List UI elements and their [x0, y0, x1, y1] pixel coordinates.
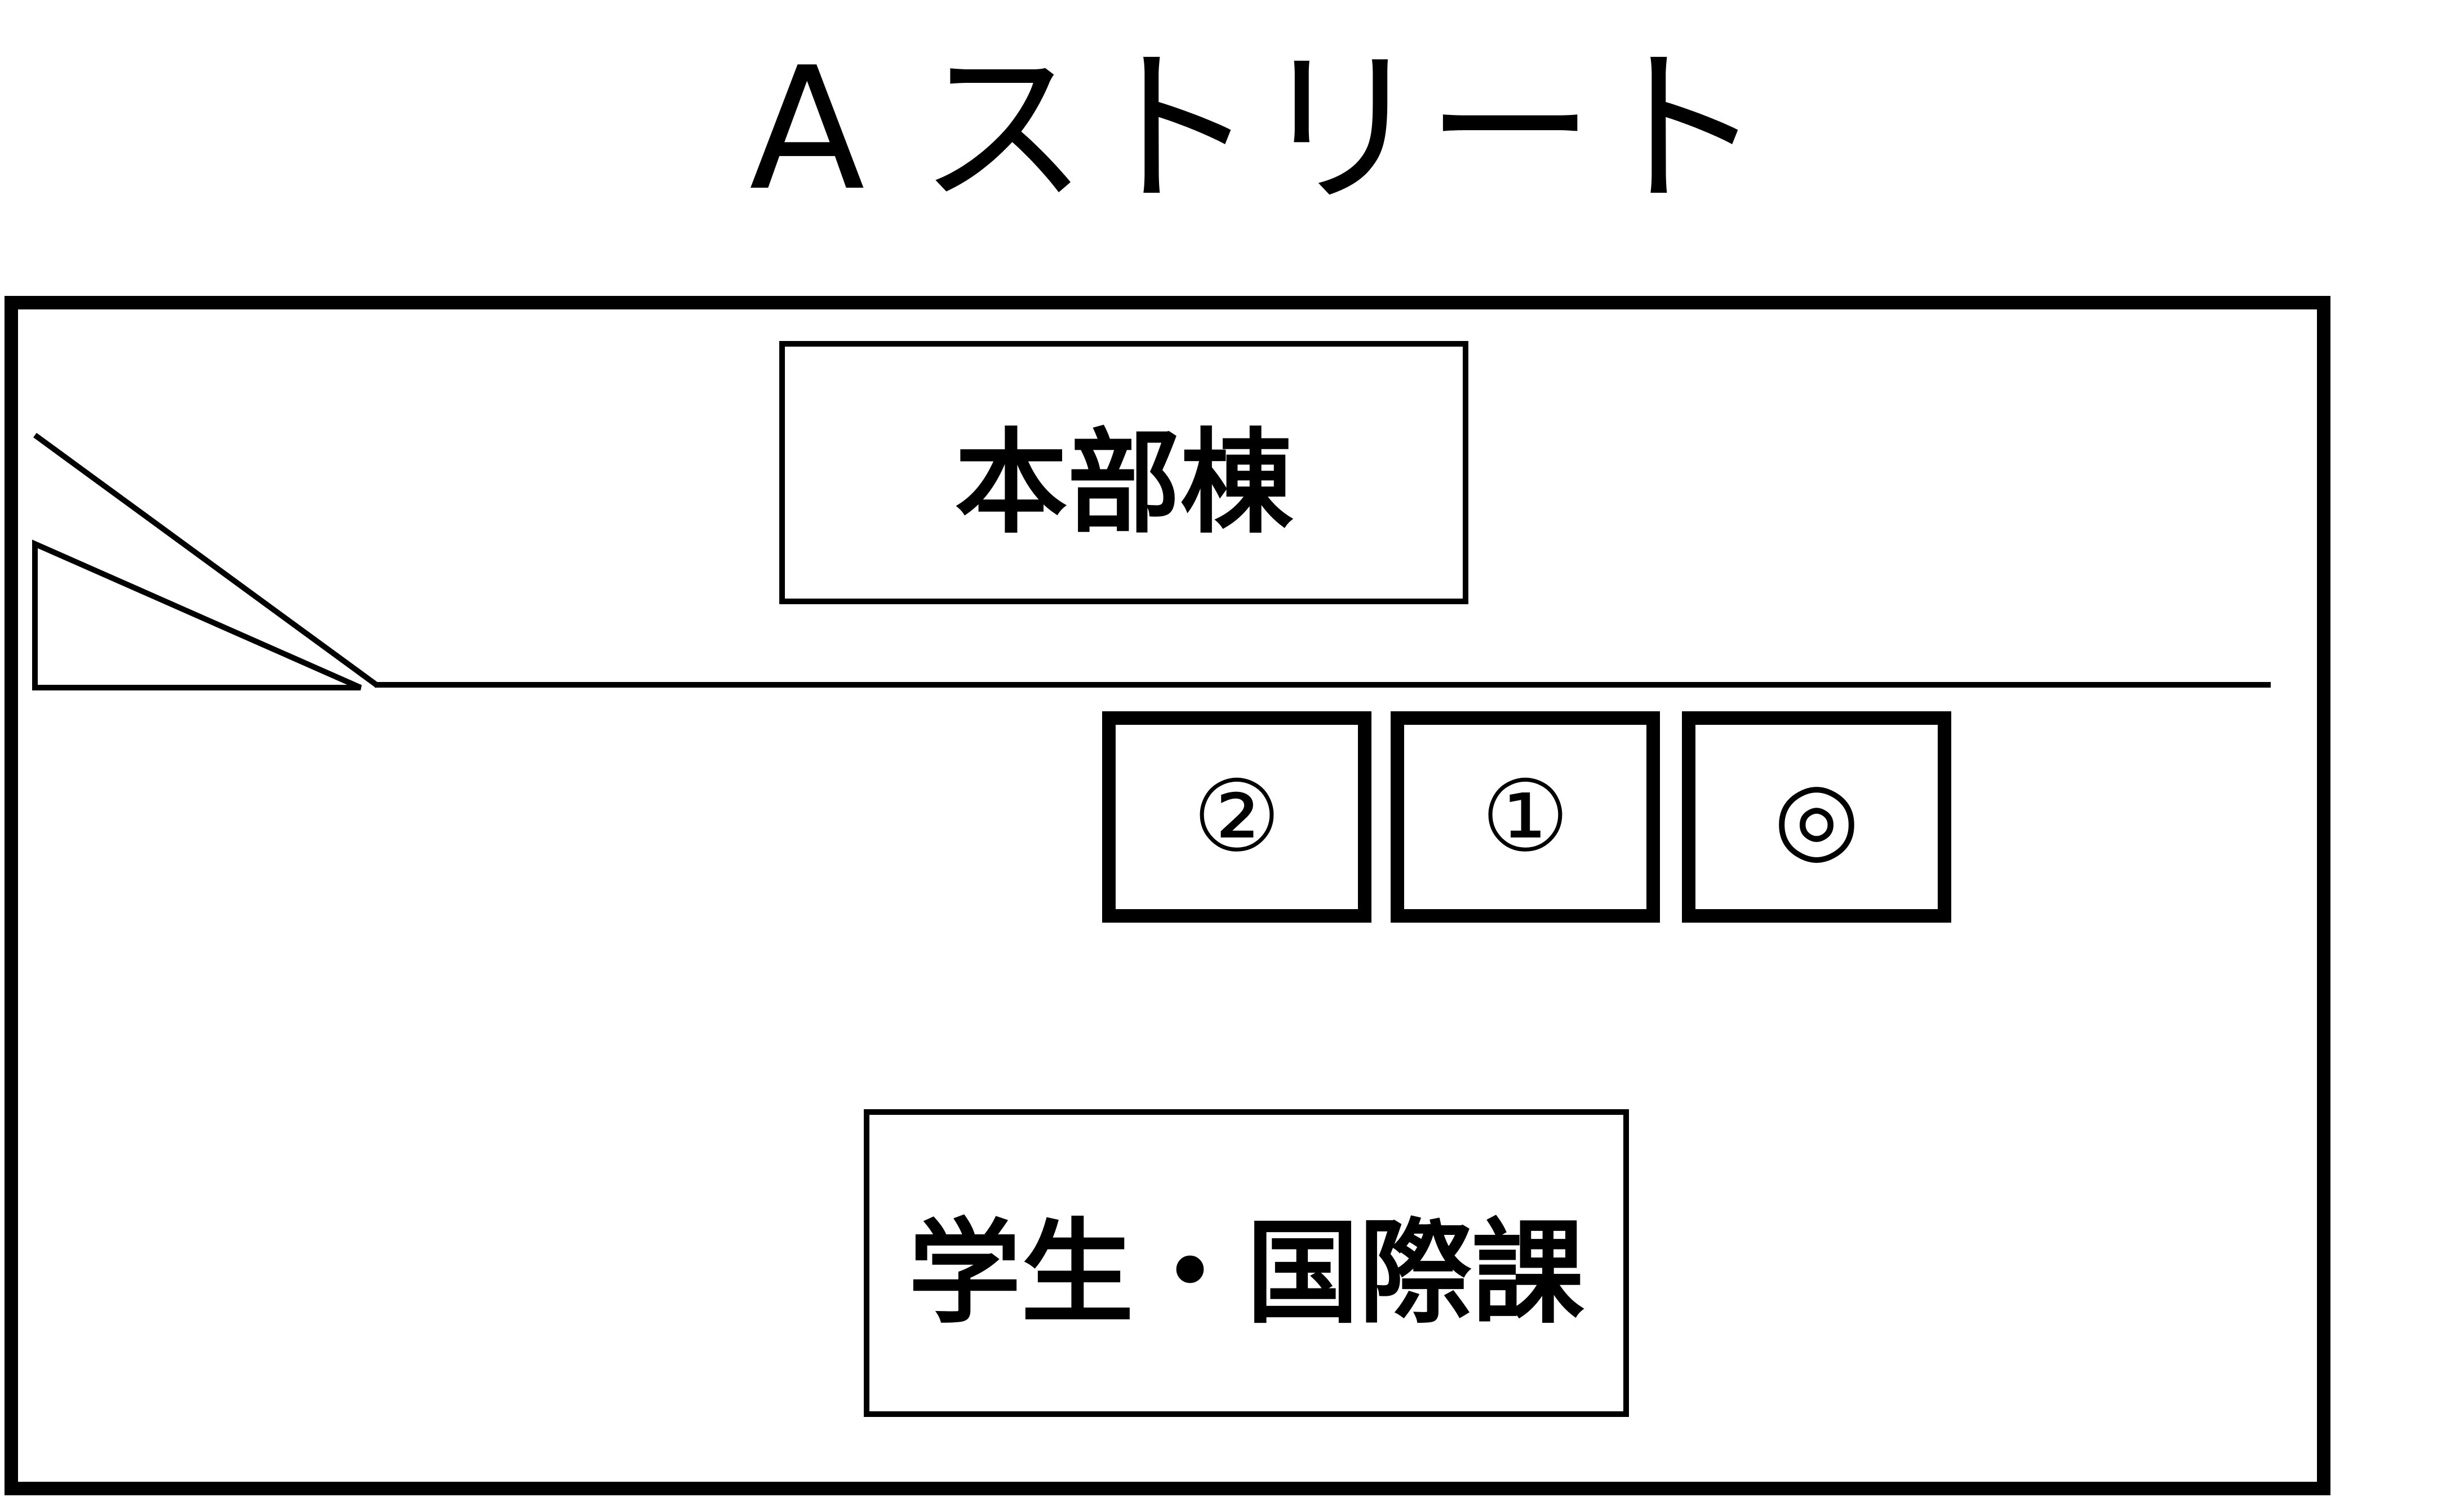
street-name-label: A ストリート [749, 31, 1764, 228]
student-international-affairs-building: 学生・国際課 [864, 1109, 1629, 1417]
location-marker-1: ① [1391, 711, 1660, 923]
main-building: 本部棟 [779, 341, 1468, 604]
location-marker-2: ② [1102, 711, 1371, 923]
campus-boundary [5, 296, 2330, 1495]
location-marker-target: ◎ [1682, 711, 1951, 923]
